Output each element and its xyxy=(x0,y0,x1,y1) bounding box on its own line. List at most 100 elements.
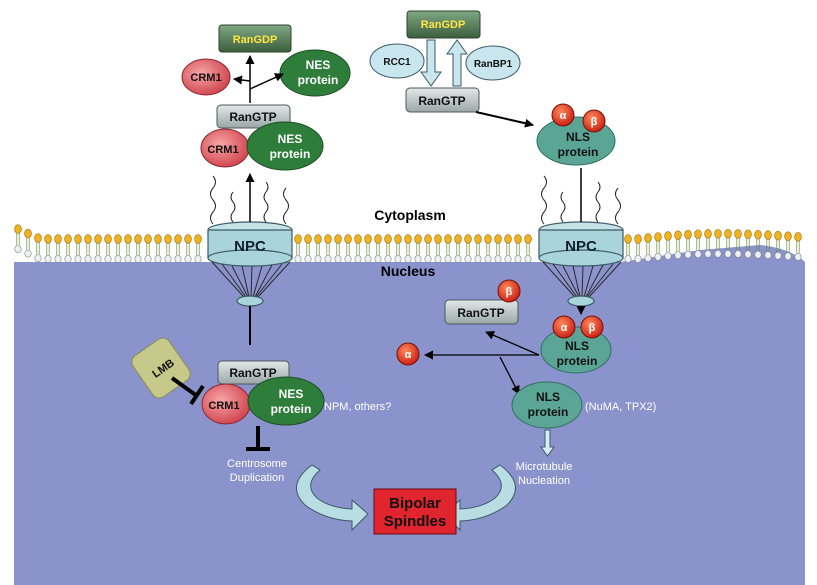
membrane-lipid-tail xyxy=(186,243,190,255)
ranbp1 xyxy=(465,45,521,81)
rangdp-right-label: RanGDP xyxy=(421,19,466,31)
membrane-lipid-head xyxy=(94,234,102,244)
membrane-lipid-head xyxy=(724,249,732,258)
importin-alpha-nucleus-label: α xyxy=(561,322,568,334)
membrane-lipid-head xyxy=(154,255,162,263)
membrane-lipid-head xyxy=(494,234,502,244)
membrane-lipid-head xyxy=(794,232,802,242)
membrane-lipid-head xyxy=(44,234,52,244)
membrane-lipid-head xyxy=(164,234,172,244)
membrane-lipid-head xyxy=(84,234,92,244)
crm1-complex-top-label: CRM1 xyxy=(207,144,238,156)
membrane-lipid-head xyxy=(464,255,472,263)
membrane-lipid-head xyxy=(504,255,512,263)
lmb-inhibitor xyxy=(131,337,205,406)
membrane-lipid-head xyxy=(504,234,512,244)
membrane-lipid-head xyxy=(74,255,82,263)
npc-right-label: NPC xyxy=(565,238,597,255)
membrane-lipid-head xyxy=(644,254,652,262)
membrane-lipid-head xyxy=(454,255,462,263)
membrane-lipid-tail xyxy=(626,243,630,255)
membrane-lipid-tail xyxy=(86,243,90,255)
membrane-lipid-head xyxy=(774,230,782,241)
importin-alpha-top-label: α xyxy=(560,110,567,122)
membrane-lipid-tail xyxy=(346,243,350,255)
membrane-lipid-tail xyxy=(426,243,430,255)
cytoplasm-label: Cytoplasm xyxy=(374,207,446,223)
nls-protein-nucleus xyxy=(540,326,612,374)
nls-free-label-2: protein xyxy=(528,405,569,419)
membrane-lipid-tail xyxy=(476,243,480,255)
membrane-lipid-head xyxy=(524,255,532,263)
nls-nucleus-label-1: NLS xyxy=(565,339,589,353)
rangtp-left-top xyxy=(216,104,291,129)
membrane-lipid-head xyxy=(304,255,312,263)
membrane-lipid-head xyxy=(624,255,632,263)
membrane-lipid-head xyxy=(174,255,182,263)
membrane-lipid-head xyxy=(134,255,142,263)
membrane-lipid-head xyxy=(784,252,792,261)
crm1-nucleus-label: CRM1 xyxy=(208,400,239,412)
membrane-lipid-head xyxy=(654,253,662,261)
membrane-lipid-head xyxy=(14,224,22,234)
membrane-lipid-head xyxy=(684,250,692,259)
membrane-lipid-tail xyxy=(746,238,750,251)
nls-free-label-1: NLS xyxy=(536,390,560,404)
membrane-lipid-head xyxy=(454,234,462,244)
membrane-lipid-head xyxy=(724,229,732,239)
membrane-lipid-head xyxy=(194,234,202,244)
bipolar-spindles-box xyxy=(373,488,457,535)
membrane-lipid-head xyxy=(114,234,122,244)
membrane-lipid-tail xyxy=(196,243,200,255)
rangtp-left-top-label: RanGTP xyxy=(229,110,276,124)
bipolar-label-1: Bipolar xyxy=(389,495,441,512)
membrane-lipid-tail xyxy=(66,243,70,255)
membrane-lipid-head xyxy=(414,234,422,244)
membrane-lipid-head xyxy=(154,234,162,244)
membrane-lipid-head xyxy=(344,255,352,263)
membrane-lipid-tail xyxy=(496,243,500,255)
membrane-lipid-head xyxy=(434,255,442,263)
importin-beta-free xyxy=(497,279,521,303)
membrane-lipid-head xyxy=(404,234,412,244)
membrane-lipid-head xyxy=(694,250,702,259)
membrane-lipid-head xyxy=(314,234,322,244)
membrane-lipid-head xyxy=(324,255,332,263)
nls-top-label-2: protein xyxy=(558,145,599,159)
membrane-lipid-head xyxy=(674,251,682,260)
rcc1-label: RCC1 xyxy=(383,57,411,68)
membrane-lipid-head xyxy=(624,234,632,244)
membrane-lipid-head xyxy=(164,255,172,263)
membrane-lipid-head xyxy=(754,229,762,240)
crm1-free xyxy=(181,58,231,96)
membrane-lipid-tail xyxy=(636,243,640,255)
membrane-lipid-head xyxy=(744,229,752,239)
membrane-lipid-tail xyxy=(386,243,390,255)
membrane-lipid-tail xyxy=(776,239,780,252)
ranbp1-label: RanBP1 xyxy=(474,59,513,70)
membrane-lipid-tail xyxy=(376,243,380,255)
importin-beta-nucleus xyxy=(580,315,604,339)
membrane-lipid-head xyxy=(474,234,482,244)
membrane-lipid-tail xyxy=(96,243,100,255)
importin-beta-top-label: β xyxy=(591,116,598,128)
membrane-lipid-head xyxy=(144,255,152,263)
nes-free-label-1: NES xyxy=(306,58,331,72)
membrane-lipid-tail xyxy=(786,240,790,253)
membrane-lipid-head xyxy=(744,250,752,259)
membrane-lipid-head xyxy=(684,229,692,240)
membrane-lipid-head xyxy=(784,231,792,241)
membrane-lipid-head xyxy=(374,255,382,263)
membrane-lipid-tail xyxy=(166,243,170,255)
membrane-lipid-head xyxy=(694,229,702,239)
membrane-lipid-head xyxy=(764,230,772,240)
membrane-lipid-tail xyxy=(456,243,460,255)
membrane-lipid-tail xyxy=(486,243,490,255)
membrane-lipid-head xyxy=(334,255,342,263)
membrane-lipid-head xyxy=(354,234,362,244)
membrane-lipid-head xyxy=(484,234,492,244)
membrane-lipid-tail xyxy=(696,238,700,251)
membrane-lipid-head xyxy=(74,234,82,244)
membrane-lipid-head xyxy=(424,234,432,244)
